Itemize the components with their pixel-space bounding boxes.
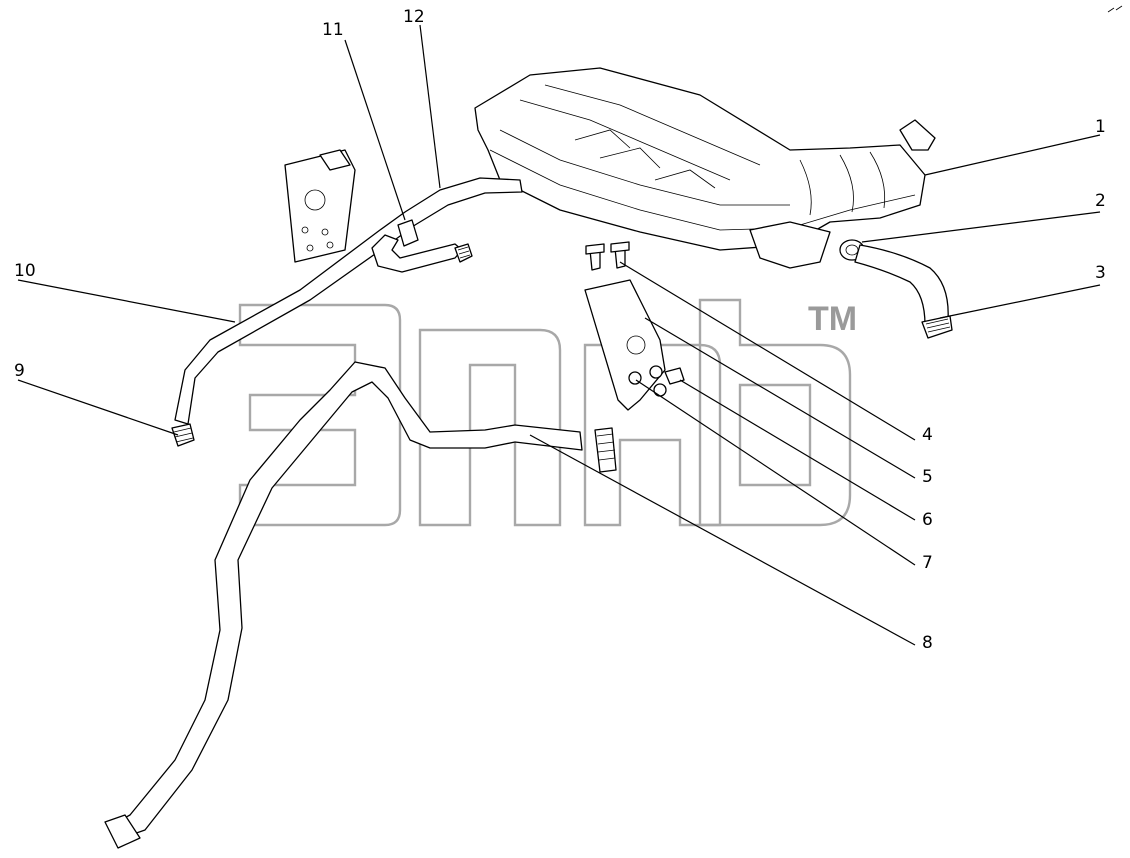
callout-6: 6 [922, 510, 933, 530]
watermark-logo: TM [238, 298, 857, 527]
callout-9: 9 [14, 361, 25, 381]
callout-3: 3 [1095, 263, 1106, 283]
callout-10: 10 [14, 261, 36, 281]
leader-1 [924, 134, 1101, 176]
callout-labels: 1 2 3 4 5 6 7 8 9 10 11 12 [14, 7, 1106, 653]
trademark-mark: TM [808, 300, 857, 338]
right-bracket-part-5 [584, 241, 685, 411]
callout-5: 5 [922, 467, 933, 487]
callout-12: 12 [403, 7, 425, 27]
callout-7: 7 [922, 553, 933, 573]
callout-4: 4 [922, 425, 933, 445]
leader-10 [17, 279, 236, 323]
leader-9 [17, 379, 179, 436]
leader-3 [939, 284, 1101, 319]
left-bracket [284, 149, 356, 263]
long-hose-part-8 [104, 361, 617, 849]
cap-part-9 [171, 423, 195, 447]
leader-6 [679, 379, 916, 521]
leader-5 [644, 317, 916, 479]
leader-7 [635, 379, 916, 566]
leader-4 [619, 261, 916, 441]
leader-8 [529, 434, 916, 646]
leader-2 [861, 211, 1101, 243]
corner-mark [1107, 5, 1123, 13]
callout-1: 1 [1095, 117, 1106, 137]
outlet-hose-part-3 [854, 244, 953, 339]
callout-2: 2 [1095, 191, 1106, 211]
callout-8: 8 [922, 633, 933, 653]
leader-11 [344, 39, 406, 221]
leader-lines [17, 24, 1101, 646]
leader-12 [419, 24, 441, 189]
callout-11: 11 [322, 20, 344, 40]
muffler-body [474, 67, 936, 269]
